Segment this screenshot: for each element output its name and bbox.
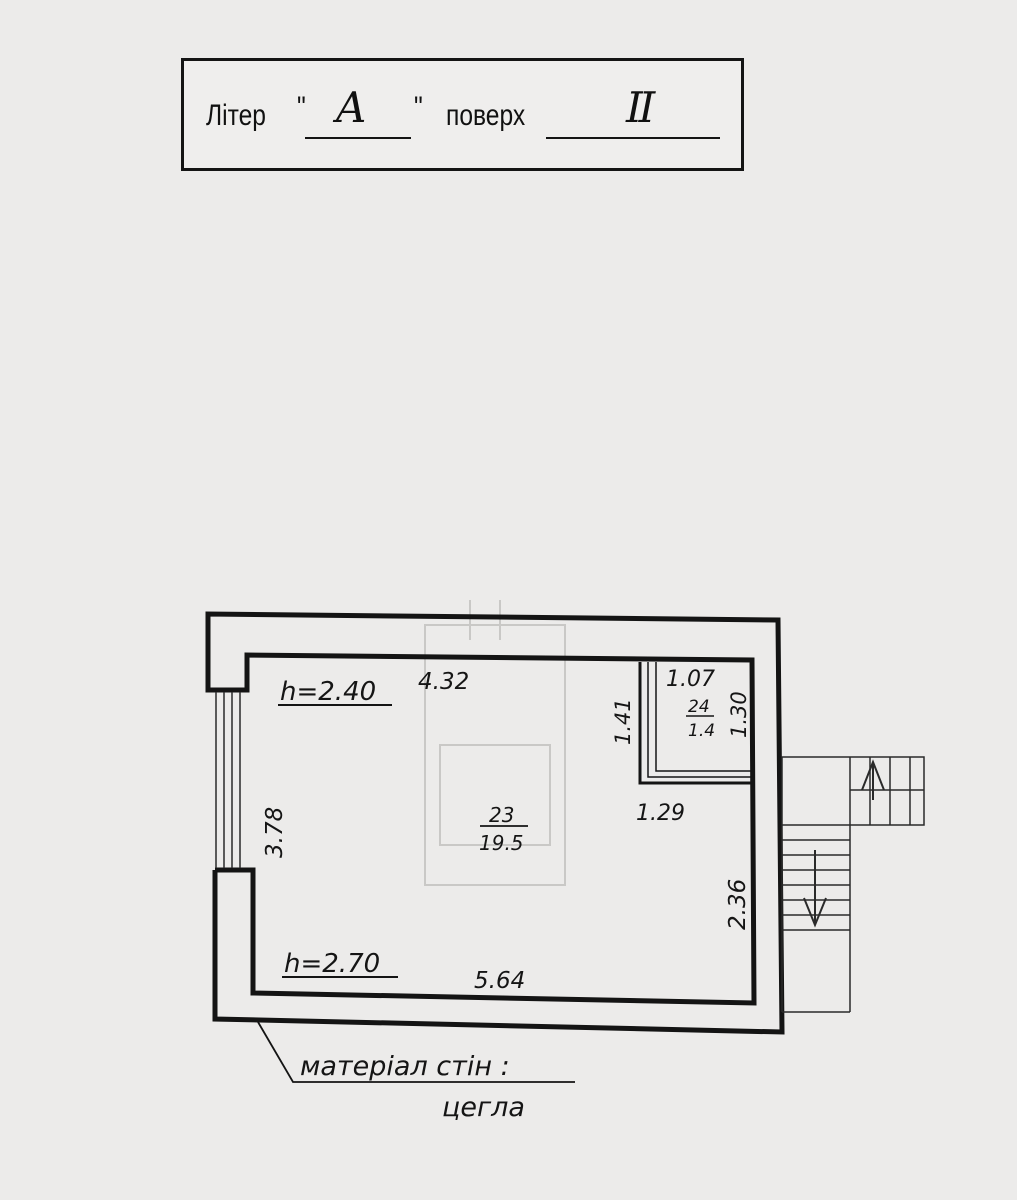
liter-underline [305, 137, 411, 139]
small-room-partition [638, 662, 752, 785]
stairs [781, 756, 925, 1013]
material-leader-line [257, 1021, 575, 1083]
dim-bottom-label: 5.64 [474, 968, 525, 994]
dim-right-label: 2.36 [725, 879, 751, 930]
floor-underline [546, 137, 720, 139]
header-stamp: Літер " A " поверх II [181, 58, 744, 171]
material-label: матеріал стін : [300, 1051, 510, 1082]
floor-label: поверх [446, 99, 526, 132]
floor-value: II [626, 83, 655, 132]
outer-wall [205, 611, 785, 1035]
window [215, 692, 241, 868]
dim-left-label: 3.78 [262, 807, 288, 858]
liter-label: Літер [206, 99, 266, 132]
room-small-height-left: 1.41 [611, 698, 635, 745]
room-small-area: 1.4 [688, 721, 715, 741]
inner-wall [214, 652, 757, 1006]
room-small-number: 24 [688, 697, 710, 717]
liter-close-quote: " [414, 91, 423, 124]
room-small-height-right: 1.30 [727, 691, 751, 738]
room-small-width-bottom: 1.29 [636, 801, 685, 826]
room-small-width-top: 1.07 [666, 667, 715, 692]
material-value: цегла [442, 1092, 525, 1123]
liter-open-quote: " [297, 91, 306, 124]
room-main-number: 23 [489, 803, 514, 827]
bleed-through-sketch [424, 600, 566, 886]
room-main-area: 19.5 [479, 831, 524, 855]
height-top-label: h=2.40 [280, 677, 376, 707]
dim-top-label: 4.32 [418, 669, 469, 695]
liter-value: A [336, 83, 367, 132]
height-bottom-label: h=2.70 [284, 949, 380, 979]
